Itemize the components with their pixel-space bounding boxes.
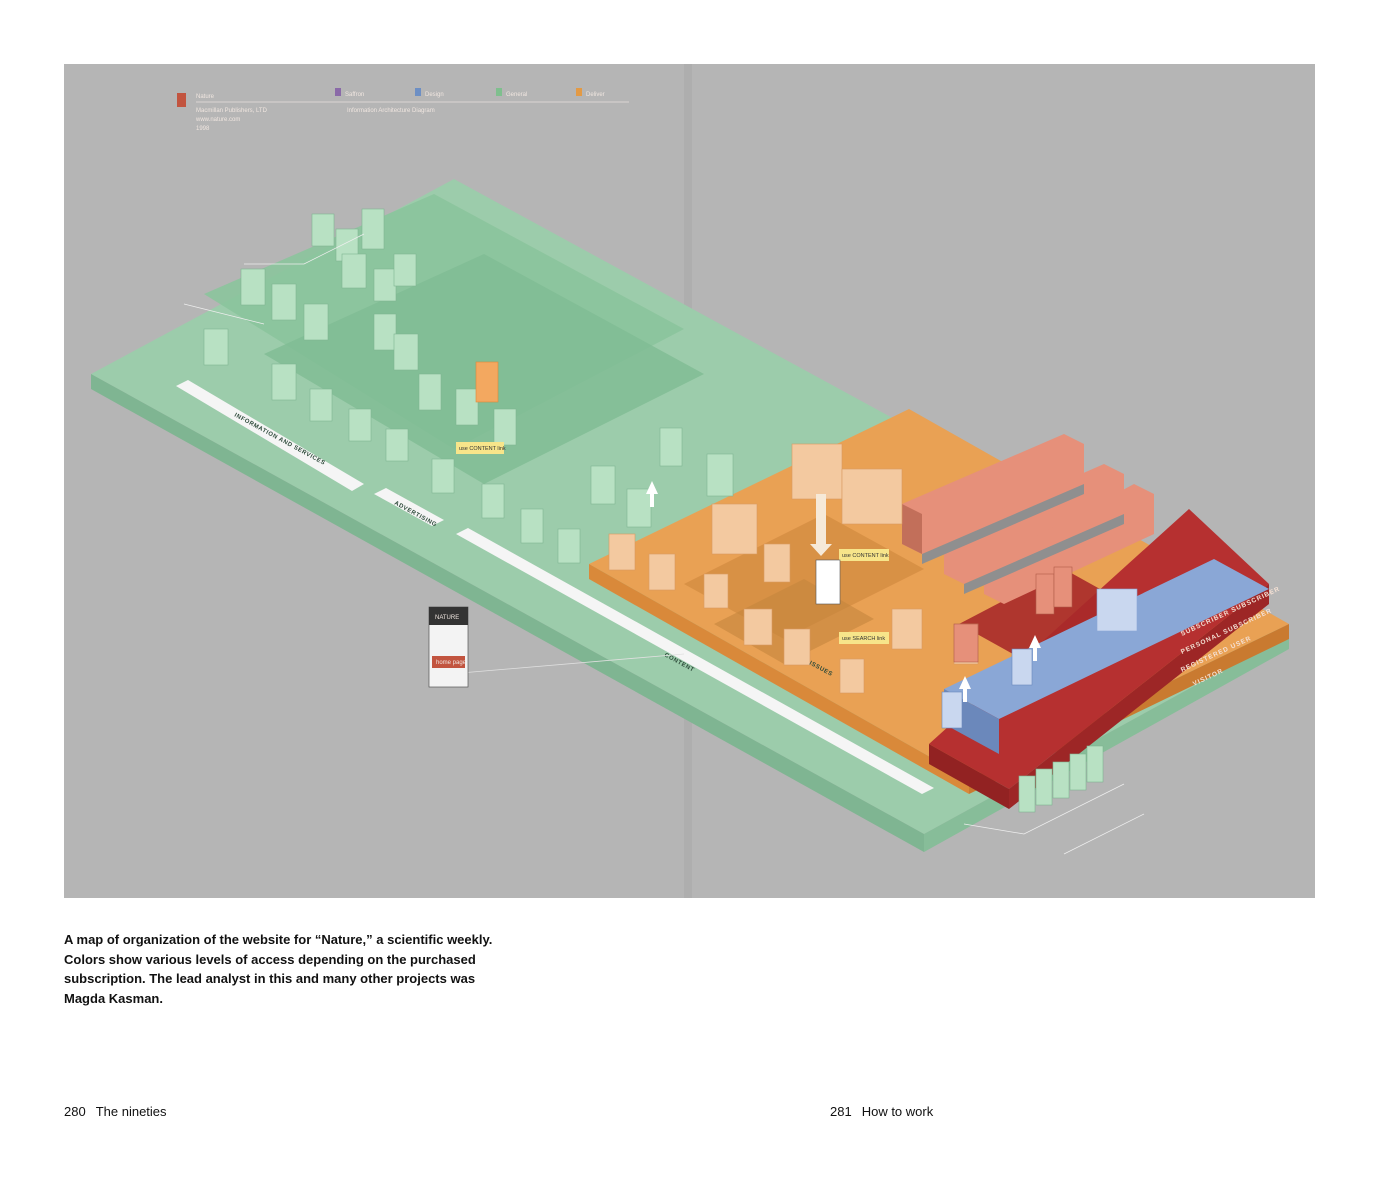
road-advertising bbox=[374, 488, 444, 526]
archive-stacks bbox=[902, 434, 1154, 604]
legend-swatch-general bbox=[496, 88, 502, 96]
nature-logo-icon bbox=[177, 93, 186, 107]
folio-right: 281 How to work bbox=[830, 1104, 933, 1119]
page-cards-green bbox=[203, 208, 1104, 813]
legend-url: www.nature.com bbox=[195, 117, 240, 123]
legend-swatch-saffron bbox=[335, 88, 341, 96]
legend-publisher: Macmillan Publishers, LTD bbox=[196, 108, 268, 114]
page-cards-salmon bbox=[953, 566, 1073, 663]
page-number-right: 281 bbox=[830, 1104, 852, 1119]
up-arrow-icon-3 bbox=[646, 481, 658, 507]
callout-notes: use CONTENT link use CONTENT link use SE… bbox=[456, 442, 889, 678]
legend-subtitle: Information Architecture Diagram bbox=[347, 108, 435, 114]
subscriber-card-stack bbox=[1096, 588, 1138, 632]
folio-left: 280 The nineties bbox=[64, 1104, 167, 1119]
legend-swatch-design bbox=[415, 88, 421, 96]
running-head-left: The nineties bbox=[95, 1104, 167, 1119]
legend-item-design: Design bbox=[425, 92, 444, 98]
callout-login: use CONTENT link bbox=[459, 446, 506, 452]
legend-brand: Nature bbox=[196, 94, 215, 100]
site-map-illustration: Nature Macmillan Publishers, LTD www.nat… bbox=[91, 64, 1289, 898]
diagram-legend: Nature Macmillan Publishers, LTD www.nat… bbox=[177, 88, 629, 132]
running-head-right: How to work bbox=[861, 1104, 934, 1119]
road-content bbox=[456, 528, 934, 794]
legend-swatch-deliver bbox=[576, 88, 582, 96]
legend-item-saffron: Saffron bbox=[345, 92, 364, 98]
road-info-services bbox=[176, 380, 364, 491]
sign-title: NATURE bbox=[435, 615, 459, 621]
up-arrow-icon-2 bbox=[1029, 635, 1041, 661]
visitor-floor-edge bbox=[91, 374, 924, 852]
callout-content: use CONTENT link bbox=[842, 553, 889, 559]
up-arrow-icon bbox=[959, 676, 971, 702]
down-arrow-icon bbox=[810, 494, 832, 556]
home-page-sign: NATURE home page bbox=[428, 606, 685, 688]
figure-caption: A map of organization of the website for… bbox=[64, 932, 493, 1006]
legend-year: 1998 bbox=[196, 126, 210, 132]
legend-item-deliver: Deliver bbox=[586, 92, 605, 98]
sign-subtitle: home page bbox=[436, 660, 467, 666]
nature-site-map-figure: Nature Macmillan Publishers, LTD www.nat… bbox=[64, 64, 1315, 898]
login-page-card bbox=[815, 559, 841, 605]
legend-item-general: General bbox=[506, 92, 527, 98]
callout-search: use SEARCH link bbox=[842, 636, 885, 642]
page-number-left: 280 bbox=[64, 1104, 86, 1119]
